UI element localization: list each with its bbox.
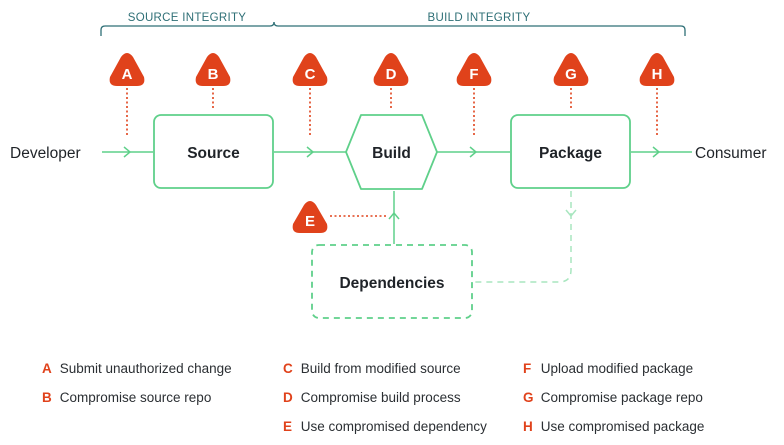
threat-marker-f: F — [456, 53, 492, 86]
source-box — [153, 114, 274, 189]
legend-text: Build from modified source — [300, 361, 461, 376]
legend-letter: E — [283, 419, 293, 434]
flow-arrows — [102, 146, 692, 244]
legend-text: Use compromised package — [540, 419, 705, 434]
legend-item-h: H Use compromised package — [523, 416, 704, 438]
legend-item-d: D Compromise build process — [283, 387, 487, 409]
package-box — [510, 114, 631, 189]
legend-letter: A — [42, 361, 52, 376]
legend-item-f: F Upload modified package — [523, 358, 704, 380]
legend-text: Compromise package repo — [540, 390, 703, 405]
build-integrity-bracket — [273, 21, 686, 36]
legend-letter: D — [283, 390, 293, 405]
source-label: Source — [187, 145, 240, 162]
threat-connectors — [126, 88, 658, 217]
arrow-source-to-build — [274, 146, 346, 158]
legend-letter: H — [523, 419, 533, 434]
threat-marker-e: E — [292, 201, 328, 233]
legend-text: Upload modified package — [540, 361, 694, 376]
legend-letter: F — [523, 361, 532, 376]
svg-text:G: G — [565, 66, 577, 83]
svg-text:F: F — [469, 66, 478, 83]
consumer-label: Consumer — [695, 145, 767, 162]
arrow-build-to-package — [436, 146, 510, 158]
build-integrity-label: BUILD INTEGRITY — [428, 12, 531, 24]
legend-text: Compromise source repo — [59, 390, 212, 405]
developer-label: Developer — [10, 145, 81, 162]
threat-marker-h: H — [639, 53, 675, 86]
legend-column-3: F Upload modified package G Compromise p… — [523, 358, 704, 445]
build-hexagon — [345, 114, 438, 190]
legend-text: Submit unauthorized change — [59, 361, 232, 376]
dependencies-label: Dependencies — [339, 275, 444, 292]
svg-text:C: C — [305, 66, 316, 83]
package-label: Package — [539, 145, 602, 162]
svg-text:D: D — [386, 66, 397, 83]
legend-item-b: B Compromise source repo — [42, 387, 232, 409]
threat-marker-d: D — [373, 53, 409, 86]
threat-marker-c: C — [292, 53, 328, 86]
legend-letter: C — [283, 361, 293, 376]
legend-column-2: C Build from modified source D Compromis… — [283, 358, 487, 445]
arrow-developer-to-source — [102, 146, 153, 158]
source-integrity-label: SOURCE INTEGRITY — [128, 12, 247, 24]
threat-marker-g: G — [553, 53, 589, 86]
svg-text:B: B — [208, 66, 219, 83]
threat-marker-a: A — [109, 53, 145, 86]
dependencies-box — [311, 244, 473, 319]
arrow-dependencies-to-build — [388, 191, 400, 244]
legend-item-c: C Build from modified source — [283, 358, 487, 380]
legend-letter: G — [523, 390, 534, 405]
threat-marker-b: B — [195, 53, 231, 86]
legend-text: Compromise build process — [300, 390, 461, 405]
dashed-package-to-dependencies — [473, 191, 577, 283]
legend-column-1: A Submit unauthorized change B Compromis… — [42, 358, 232, 416]
build-label: Build — [372, 145, 411, 162]
source-integrity-bracket — [100, 21, 275, 36]
legend-letter: B — [42, 390, 52, 405]
legend-text: Use compromised dependency — [300, 419, 487, 434]
legend-item-e: E Use compromised dependency — [283, 416, 487, 438]
legend-item-g: G Compromise package repo — [523, 387, 704, 409]
svg-text:E: E — [305, 213, 315, 230]
svg-text:H: H — [652, 66, 663, 83]
arrow-package-to-consumer — [631, 146, 692, 158]
legend-item-a: A Submit unauthorized change — [42, 358, 232, 380]
svg-text:A: A — [122, 66, 133, 83]
